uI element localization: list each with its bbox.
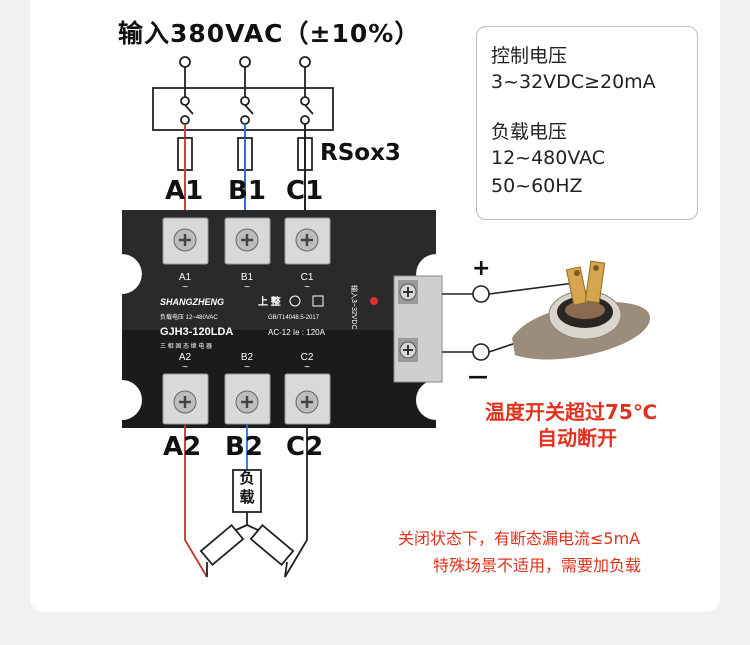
load-voltage-value: 12~480VAC [491,147,606,169]
polarity-plus: + [472,256,491,281]
load-frequency-value: 50~60HZ [491,175,583,197]
phase-bottom-b: B2 [225,432,263,462]
input-terminals [179,56,311,68]
fuse-label: RSox3 [320,140,401,166]
phase-top-b: B1 [228,176,266,206]
relay-term-top-a: A1 [179,272,192,283]
input-title: 输入380VAC（±10%） [118,19,421,48]
svg-text:~: ~ [244,362,250,373]
input-terminal-a [179,56,191,68]
load-voltage-label: 负载电压 [491,121,568,143]
phase-bottom-c: C2 [286,432,324,462]
relay-term-top-c: C1 [301,272,314,283]
relay-brand-en: SHANGZHENG [160,297,224,307]
relay-term-bottom-c: C2 [301,352,314,363]
phase-top-c: C1 [286,176,324,206]
control-voltage-value: 3~32VDC≥20mA [491,71,656,93]
relay-side-label: 输入3~32VDC [350,285,359,330]
leakage-note-line2: 特殊场景不适用，需要加负载 [433,556,642,575]
load-box [232,469,262,513]
thermostat-terminal-minus [472,343,490,361]
svg-text:~: ~ [182,362,188,373]
load-resistors [199,523,295,578]
leakage-note-line1: 关闭状态下，有断态漏电流≤5mA [398,529,641,548]
relay-desc: 三 相 固 态 继 电 器 [160,342,212,350]
control-voltage-label: 控制电压 [491,45,568,67]
input-terminal-b [239,56,251,68]
thermostat-switch [512,260,650,360]
phase-top-a: A1 [165,176,204,206]
svg-text:~: ~ [244,282,250,293]
relay-rating: AC-12 Ie : 120A [268,328,326,337]
relay-standard: GB/T14048.5-2017 [268,315,320,321]
ccc-mark-icon [289,295,301,307]
solid-state-relay: A1 B1 C1 ~ ~ ~ SHANGZHENG 上 整 负载电压 12~48… [122,210,443,428]
terminal-screws [173,228,319,414]
breaker-switches [180,96,314,125]
status-led [370,297,378,305]
relay-term-top-b: B1 [241,272,254,283]
relay-term-bottom-a: A2 [179,352,192,363]
relay-brand-cn: 上 整 [258,295,281,308]
input-terminal-c [299,56,311,68]
phase-bottom-a: A2 [163,432,202,462]
relay-term-bottom-b: B2 [241,352,254,363]
relay-model: GJH3-120LDA [160,326,233,338]
load-label: 负载 [239,469,255,506]
polarity-minus: — [468,364,488,388]
svg-text:~: ~ [182,282,188,293]
thermostat-warning-line1: 温度开关超过75℃ [485,400,658,424]
wire-out-c [284,425,308,578]
spec-box: 控制电压 3~32VDC≥20mA 负载电压 12~480VAC 50~60HZ [476,26,698,220]
wire-out-a [184,425,208,578]
thermostat-warning-line2: 自动断开 [537,426,617,450]
relay-load-spec: 负载电压 12~480VAC [160,313,218,321]
svg-text:~: ~ [304,362,310,373]
breaker-box [152,87,334,131]
thermostat-terminal-plus [472,285,490,303]
cert-mark-icon [312,295,324,307]
svg-text:~: ~ [304,282,310,293]
